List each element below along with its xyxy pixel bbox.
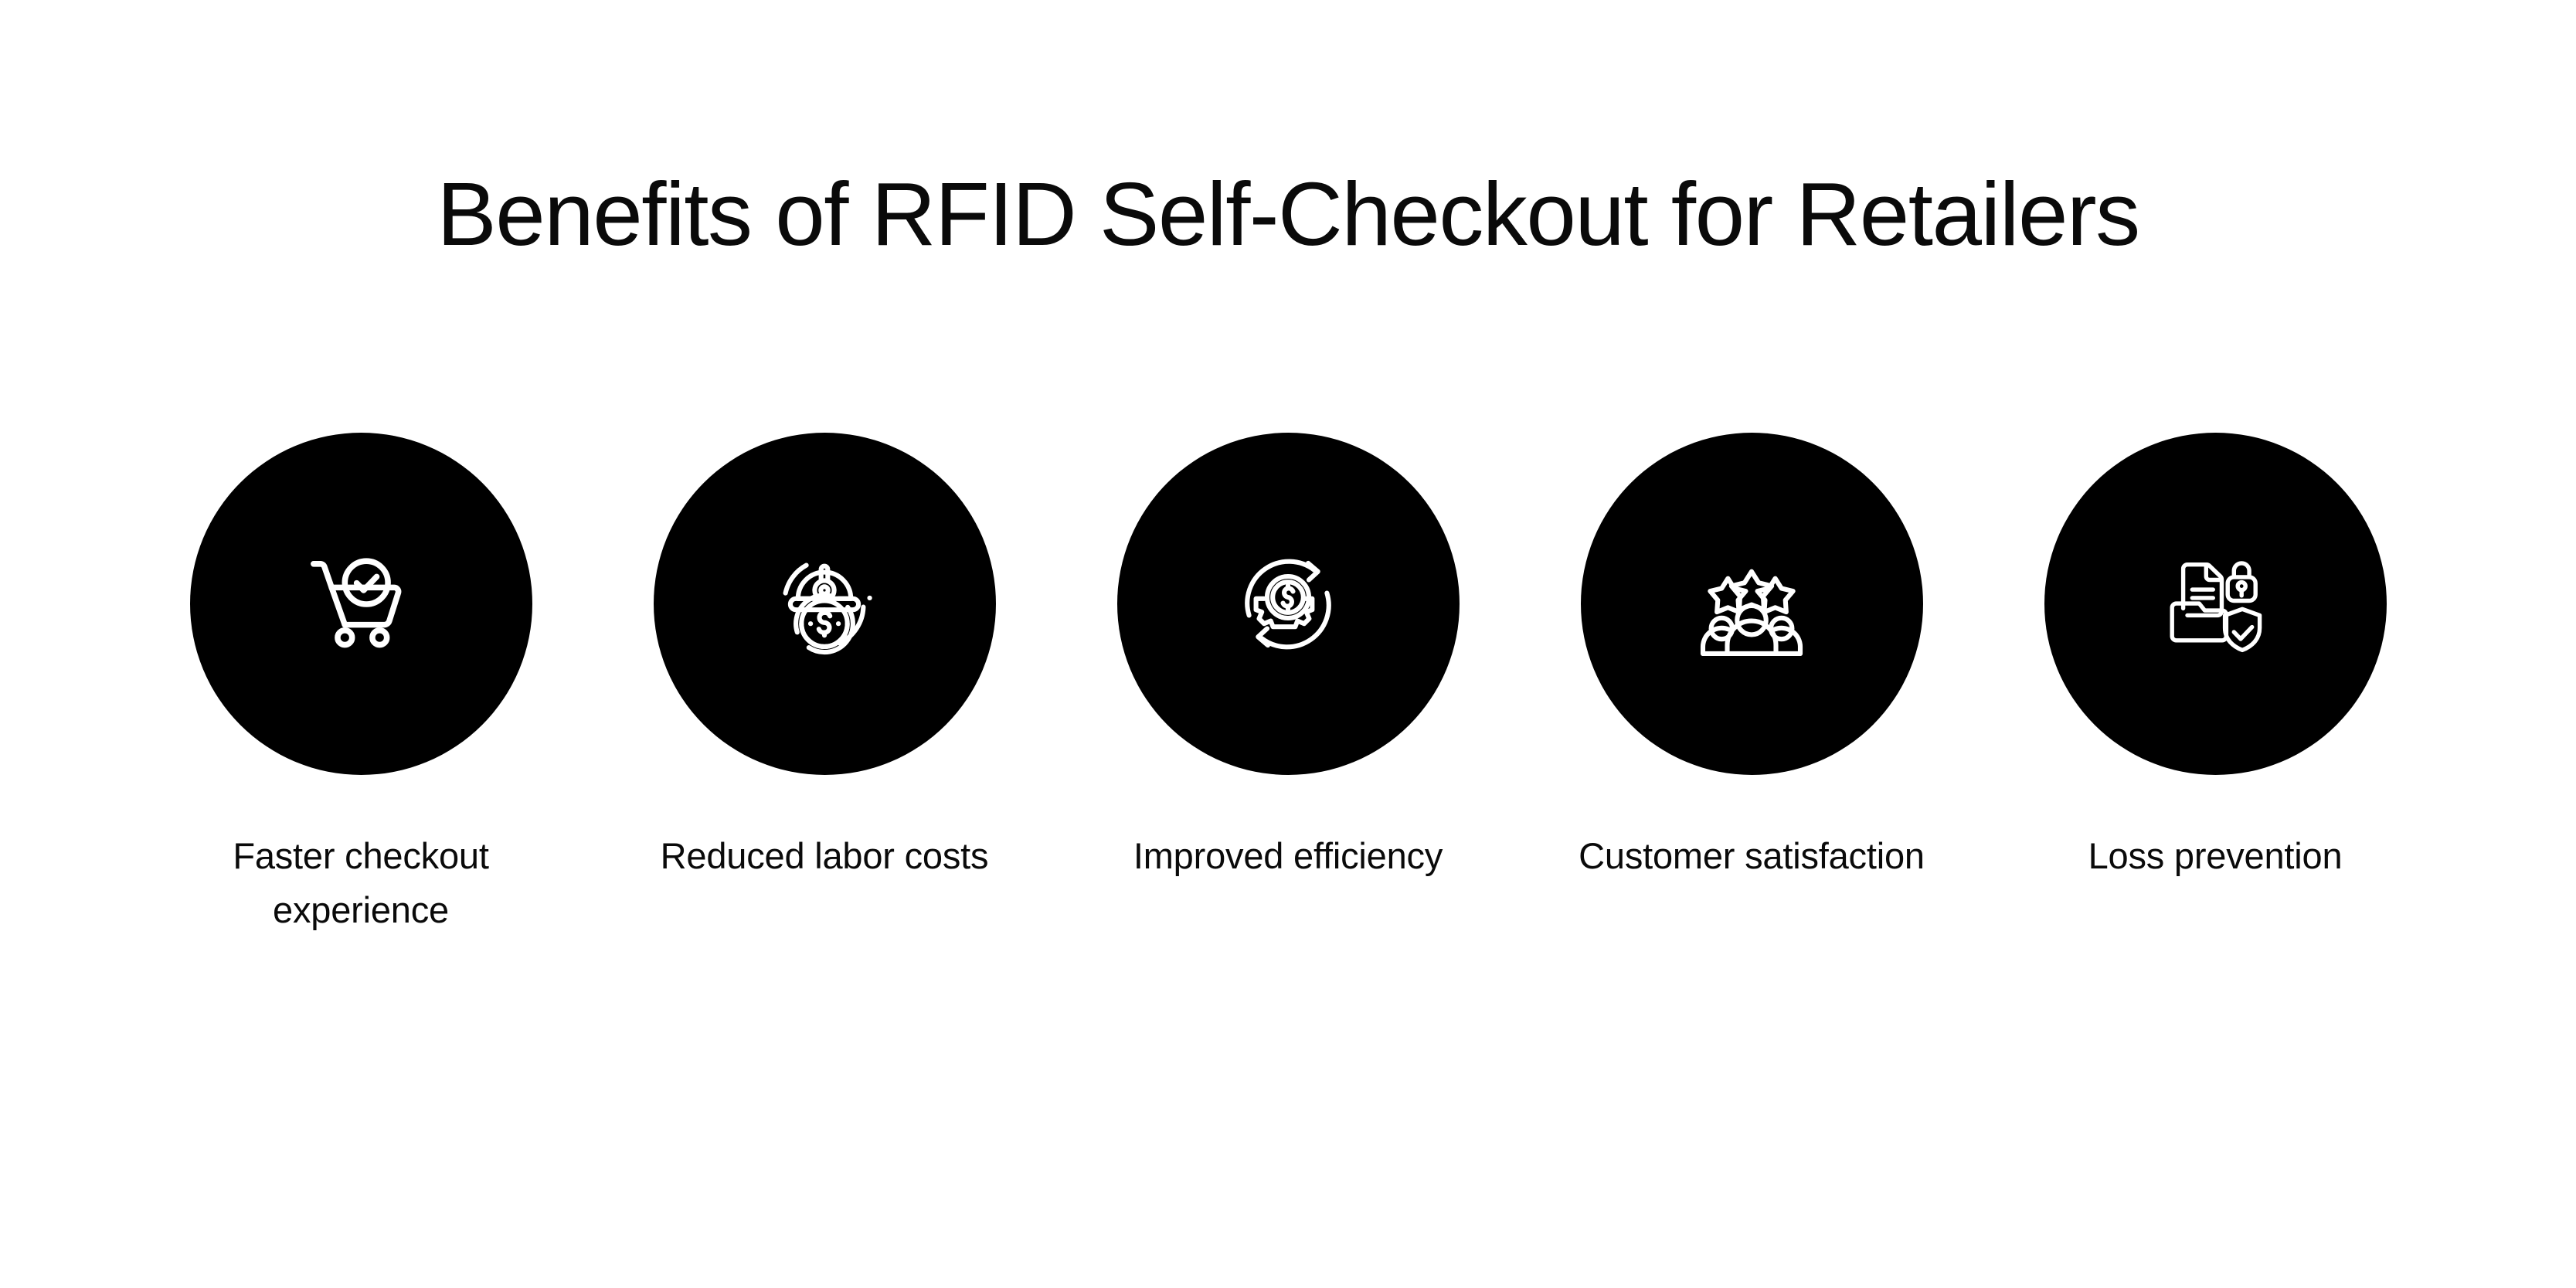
page-title: Benefits of RFID Self-Checkout for Retai… [437,163,2140,264]
benefit-label: Improved efficiency [1133,835,1443,876]
hard-hat-dollar-coin-icon [783,562,872,654]
benefit-label: Reduced labor costs [660,835,989,876]
benefit-label: Loss prevention [2088,835,2343,876]
benefit-icon-badge [1116,433,1460,775]
benefit-card-loss-prevention[interactable]: Loss prevention [2044,433,2387,883]
benefit-icon-badge [189,433,532,775]
benefit-card-faster-checkout[interactable]: Faster checkout experience [189,433,532,937]
people-three-stars-icon [1700,569,1803,656]
gear-dollar-cycle-icon [1245,559,1331,649]
benefit-card-reduced-labor-costs[interactable]: Reduced labor costs [653,433,996,883]
folder-lock-shield-check-icon [2170,560,2262,652]
benefits-row: Faster checkout experience [0,433,2576,937]
benefit-icon-badge [653,433,996,775]
benefit-label: Faster checkout experience [233,835,489,930]
benefit-card-improved-efficiency[interactable]: Improved efficiency [1116,433,1460,883]
benefit-icon-badge [1580,433,1923,775]
shopping-cart-check-icon [311,557,402,647]
benefit-icon-badge [2044,433,2387,775]
benefit-label: Customer satisfaction [1579,835,1925,876]
benefit-card-customer-satisfaction[interactable]: Customer satisfaction [1579,433,1925,883]
